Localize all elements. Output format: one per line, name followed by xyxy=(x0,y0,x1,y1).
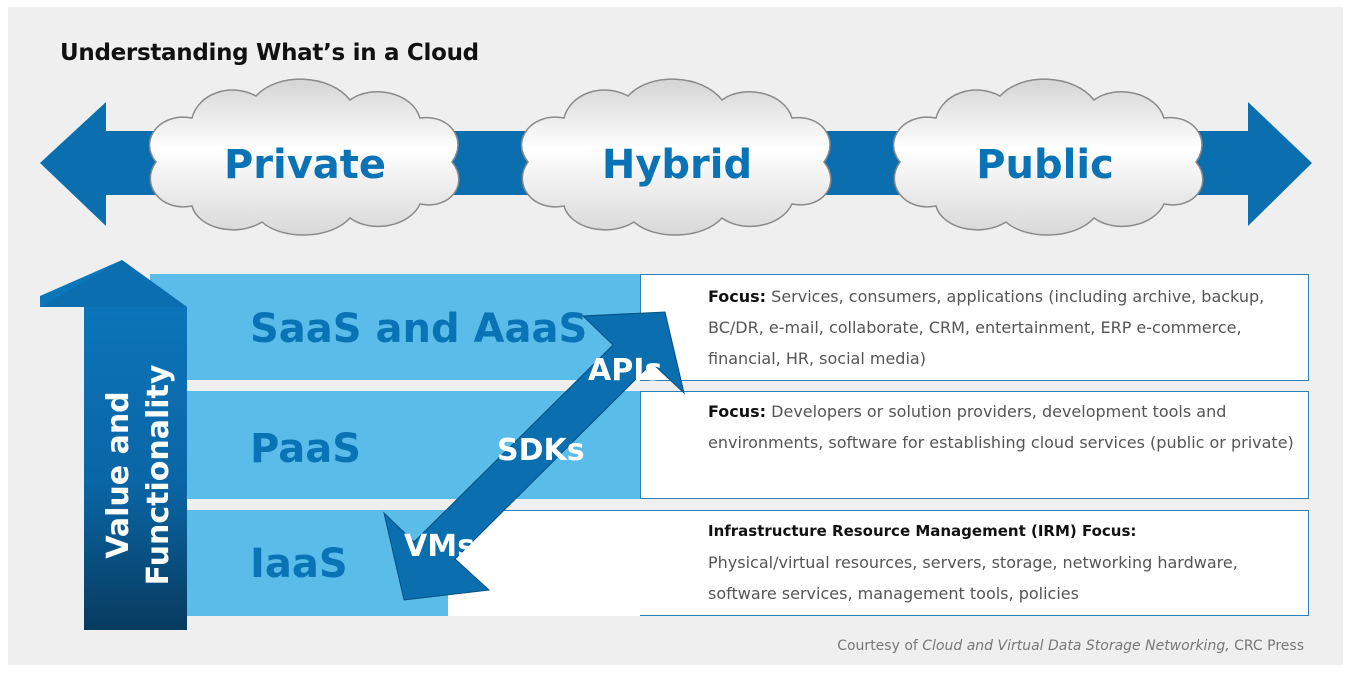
vertical-value-arrow xyxy=(40,260,187,630)
value-and-label: Value and xyxy=(101,391,136,558)
paas-focus-label: Focus: xyxy=(708,402,767,421)
saas-layer-box xyxy=(150,274,640,380)
paas-focus-box xyxy=(640,391,1309,499)
apis-label: APIs xyxy=(588,353,662,388)
iaas-focus-text: Physical/virtual resources, servers, sto… xyxy=(708,553,1238,603)
credit-prefix: Courtesy of xyxy=(837,638,923,654)
credit-source: Cloud and Virtual Data Storage Networkin… xyxy=(922,638,1230,654)
cloud-public xyxy=(893,78,1204,236)
paas-label: PaaS xyxy=(250,426,361,472)
credit-line: Courtesy of Cloud and Virtual Data Stora… xyxy=(837,638,1304,654)
public-label: Public xyxy=(976,142,1114,188)
saas-focus-box xyxy=(640,274,1309,381)
credit-suffix: CRC Press xyxy=(1229,638,1304,654)
hybrid-label: Hybrid xyxy=(602,142,752,188)
saas-focus-label: Focus: xyxy=(708,287,767,306)
saas-focus-description: Focus: Services, consumers, applications… xyxy=(708,281,1300,374)
vms-label: VMs xyxy=(404,529,475,564)
page-title: Understanding What’s in a Cloud xyxy=(60,40,479,66)
sdks-label: SDKs xyxy=(497,433,585,468)
iaas-focus-description: Infrastructure Resource Management (IRM)… xyxy=(708,516,1300,609)
cloud-private xyxy=(149,78,460,236)
saas-focus-text: Services, consumers, applications (inclu… xyxy=(708,287,1265,368)
iaas-label: IaaS xyxy=(250,541,348,587)
paas-focus-text: Developers or solution providers, develo… xyxy=(708,402,1294,452)
private-label: Private xyxy=(224,142,386,188)
functionality-label: Functionality xyxy=(141,364,176,585)
paas-focus-description: Focus: Developers or solution providers,… xyxy=(708,396,1300,458)
saas-label: SaaS and AaaS xyxy=(250,306,587,352)
diagonal-double-arrow xyxy=(383,311,685,601)
iaas-focus-label: Infrastructure Resource Management (IRM)… xyxy=(708,522,1137,540)
cloud-hybrid xyxy=(521,78,832,236)
